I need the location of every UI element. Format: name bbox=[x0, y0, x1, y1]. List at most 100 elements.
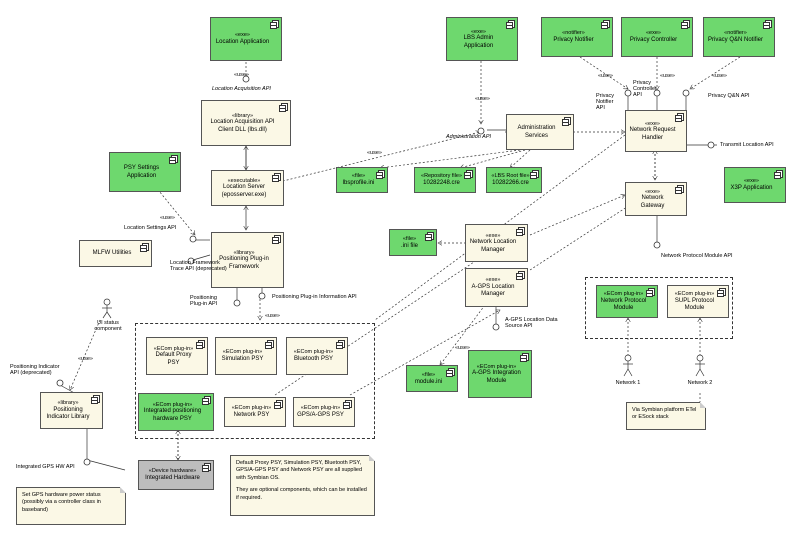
component-icon bbox=[270, 20, 279, 29]
component-icon bbox=[562, 117, 571, 126]
agps-integration-module[interactable]: «ECom plug-in» A-GPS Integration Module bbox=[468, 350, 532, 398]
component-name: Network Protocol Module bbox=[600, 297, 647, 312]
lbsprofile-file[interactable]: «file» lbsprofile.ini bbox=[336, 167, 388, 193]
component-icon bbox=[646, 288, 655, 297]
component-icon bbox=[681, 20, 690, 29]
lbs-root-file[interactable]: «LBS Root file» 10282266.cre bbox=[486, 167, 542, 193]
component-name: Privacy Controller bbox=[629, 37, 678, 44]
component-icon bbox=[675, 185, 684, 194]
component-icon bbox=[516, 271, 525, 280]
note-text: Via Symbian platform ETel or ESock stack bbox=[632, 407, 697, 421]
component-icon bbox=[169, 155, 178, 164]
component-icon bbox=[516, 227, 525, 236]
stereotype: «Device hardware» bbox=[148, 468, 197, 475]
component-name: Location Server (eposserver.exe) bbox=[221, 184, 267, 198]
label-location-settings-api: Location Settings API bbox=[124, 225, 177, 231]
component-name: Positioning Plug-in Framework bbox=[219, 256, 269, 270]
component-name: GPS/A-GPS PSY bbox=[297, 412, 344, 419]
use-label: «use» bbox=[475, 96, 490, 102]
note-text: Default Proxy PSY, Simulation PSY, Bluet… bbox=[236, 460, 363, 481]
component-icon bbox=[717, 288, 726, 297]
use-label: «use» bbox=[160, 215, 175, 221]
use-label: «use» bbox=[78, 356, 93, 362]
component-icon bbox=[530, 170, 539, 179]
simulation-psy[interactable]: «ECom plug-in» Simulation PSY bbox=[215, 337, 277, 375]
component-icon bbox=[763, 20, 772, 29]
supl-protocol-module[interactable]: «ECom plug-in» SUPL Protocol Module bbox=[667, 285, 729, 318]
component-name: Network Request Handler bbox=[629, 127, 676, 141]
integrated-positioning-hardware-psy[interactable]: «ECom plug-in» Integrated positioning ha… bbox=[138, 393, 214, 431]
network-psy[interactable]: «ECom plug-in» Network PSY bbox=[224, 397, 286, 427]
component-icon bbox=[464, 170, 473, 179]
repository-file[interactable]: «Repository file» 10282248.cre bbox=[414, 167, 476, 193]
mlfw-utilities[interactable]: MLFW Utilities bbox=[79, 240, 152, 267]
network-location-manager[interactable]: «exe» Network Location Manager bbox=[465, 224, 528, 262]
location-application[interactable]: «exe» Location Application bbox=[210, 17, 282, 61]
component-name: Network Location Manager bbox=[469, 239, 517, 253]
component-icon bbox=[336, 340, 345, 349]
component-icon bbox=[272, 235, 281, 244]
agps-location-manager[interactable]: «exe» A-GPS Location Manager bbox=[465, 268, 528, 307]
label-agps-data-source-api: A-GPS Location Data Source API bbox=[505, 317, 558, 329]
component-name: Administration Services bbox=[517, 125, 556, 139]
stereotype: «notifier» bbox=[724, 30, 747, 37]
component-name: 10282266.cre bbox=[492, 180, 529, 187]
x3p-application[interactable]: «exe» X3P Application bbox=[724, 167, 786, 203]
stereotype: «ECom plug-in» bbox=[222, 349, 263, 356]
component-icon bbox=[140, 243, 149, 252]
positioning-indicator-library[interactable]: «library» Positioning Indicator Library bbox=[40, 392, 103, 429]
label-network-protocol-module-api: Network Protocol Module API bbox=[661, 253, 733, 259]
actor-label: Network 1 bbox=[615, 380, 641, 386]
network-gateway[interactable]: «exe» Network Gateway bbox=[625, 182, 687, 216]
positioning-plugin-framework[interactable]: «library» Positioning Plug-in Framework bbox=[211, 232, 284, 288]
component-name: Network PSY bbox=[233, 412, 270, 419]
note-text: Set GPS hardware power status (possibly … bbox=[22, 492, 101, 513]
network-protocol-module[interactable]: «ECom plug-in» Network Protocol Module bbox=[596, 285, 658, 318]
location-acquisition-library[interactable]: «library» Location Acquisition API Clien… bbox=[201, 100, 291, 146]
component-icon bbox=[506, 20, 515, 29]
default-proxy-psy[interactable]: «ECom plug-in» Default Proxy PSY bbox=[146, 337, 208, 375]
label-privacy-controller-api: Privacy Controller API bbox=[633, 80, 657, 98]
stereotype: «exe» bbox=[485, 232, 501, 239]
privacy-notifier[interactable]: «notifier» Privacy Notifier bbox=[541, 17, 613, 57]
note-text: They are optional components, which can … bbox=[236, 487, 367, 501]
stereotype: «ECom plug-in» bbox=[300, 405, 341, 412]
label-transmit-location-api: Transmit Location API bbox=[720, 142, 774, 148]
component-name: lbsprofile.ini bbox=[342, 180, 375, 187]
component-name: Privacy Notifier bbox=[553, 37, 594, 44]
stereotype: «exe» bbox=[485, 277, 501, 284]
component-name: 10282248.cre bbox=[423, 180, 460, 187]
location-server[interactable]: «executable» Location Server (eposserver… bbox=[211, 170, 284, 206]
actor-network-2: Network 2 bbox=[680, 380, 720, 386]
administration-services[interactable]: Administration Services bbox=[506, 114, 574, 150]
component-icon bbox=[425, 232, 434, 241]
bluetooth-psy[interactable]: «ECom plug-in» Bluetooth PSY bbox=[286, 337, 348, 375]
integrated-hardware[interactable]: «Device hardware» Integrated Hardware bbox=[138, 460, 214, 490]
network-request-handler[interactable]: «exe» Network Request Handler bbox=[625, 110, 687, 152]
actor-network-1: Network 1 bbox=[608, 380, 648, 386]
component-name: Privacy Q&N Notifier bbox=[707, 37, 763, 44]
gps-agps-psy[interactable]: «ECom plug-in» GPS/A-GPS PSY bbox=[293, 397, 355, 427]
component-name: MLFW Utilities bbox=[92, 250, 132, 257]
psy-settings-application[interactable]: PSY Settings Application bbox=[109, 152, 181, 192]
component-name: A-GPS Location Manager bbox=[471, 283, 515, 298]
stereotype: «ECom plug-in» bbox=[603, 291, 644, 298]
privacy-qn-notifier[interactable]: «notifier» Privacy Q&N Notifier bbox=[703, 17, 775, 57]
label-positioning-plugin-api: Positioning Plug-in API bbox=[190, 295, 218, 307]
component-name: Default Proxy PSY bbox=[155, 352, 192, 366]
component-name: A-GPS Integration Module bbox=[472, 370, 521, 384]
component-icon bbox=[601, 20, 610, 29]
component-name: Simulation PSY bbox=[221, 356, 264, 363]
privacy-controller[interactable]: «exe» Privacy Controller bbox=[621, 17, 693, 57]
use-label: «use» bbox=[598, 73, 613, 79]
component-name: SUPL Protocol Module bbox=[674, 297, 715, 312]
lbs-admin-application[interactable]: «exe» LBS Admin Application bbox=[446, 17, 518, 61]
stereotype: «exe» bbox=[645, 120, 660, 127]
component-name: Integrated positioning hardware PSY bbox=[143, 408, 202, 422]
use-label: «use» bbox=[367, 150, 382, 156]
component-name: Integrated Hardware bbox=[145, 475, 200, 482]
note-symbian-platform: Via Symbian platform ETel or ESock stack bbox=[626, 402, 706, 430]
ini-file[interactable]: «file» .ini file bbox=[389, 229, 437, 256]
module-ini-file[interactable]: «file» module.ini bbox=[406, 365, 458, 392]
stereotype: «ECom plug-in» bbox=[231, 405, 272, 412]
